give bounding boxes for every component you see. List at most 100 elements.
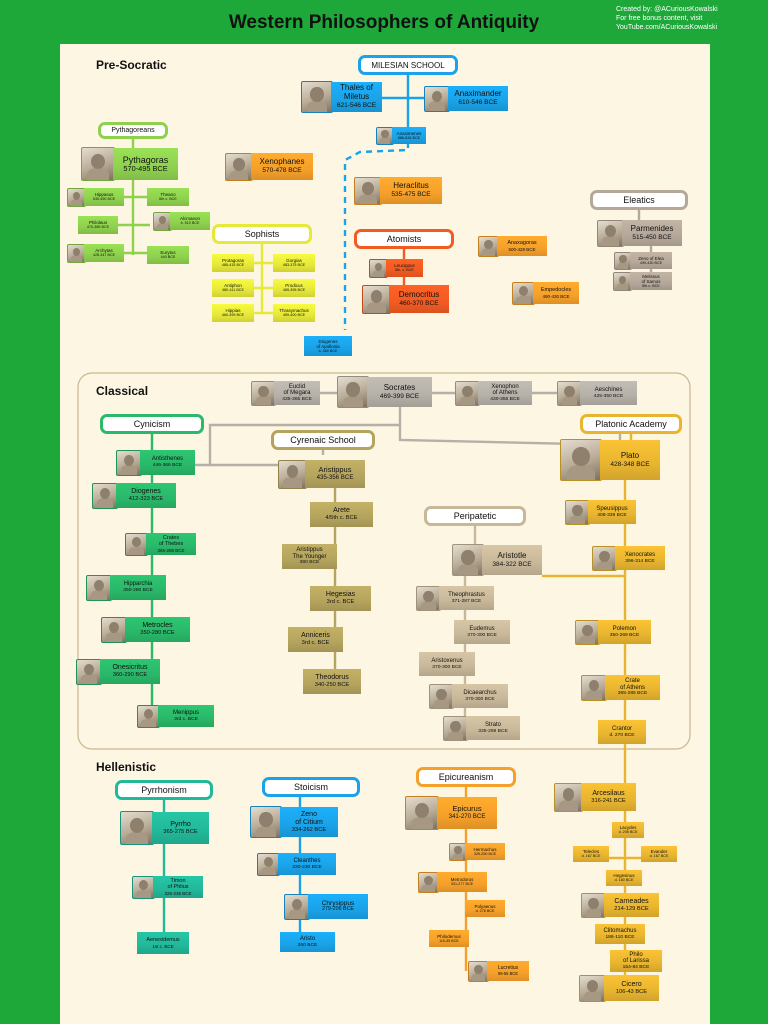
philosopher-name: Thrasymachus [279,308,309,314]
philosopher-dates: 515-450 BCE [632,233,672,241]
philosopher-dates: 469-399 BCE [379,392,420,400]
philosopher-name: Heraclitus [393,181,429,191]
classical-era-box [77,372,691,750]
era-label-hellenistic: Hellenistic [96,760,157,774]
philosopher-dates: 335-269 BCE [478,728,508,734]
philosopher-dates: d. 205 BCE [618,830,638,835]
philosopher-name: Democritus [398,289,440,299]
philosopher-dates: 610-546 BCE [458,99,498,107]
philosopher-dates: 350-280 BCE [140,630,175,637]
philosopher-dates: 186-110 BCE [605,934,635,940]
portrait-lucretius [468,960,489,982]
philosopher-name: Aenesidemus [146,937,180,944]
philosopher-dates: d. 160 BCE [614,878,634,883]
philosopher-dates: 459-400 BCE [282,313,306,318]
portrait-onesicritus [76,658,102,685]
portrait-carneades [581,892,606,918]
philosopher-dates: 500-428 BCE [508,246,536,252]
school-header-sophists: Sophists [212,224,312,244]
philosopher-name: Pyrrho [170,820,191,828]
portrait-anaximander [424,85,450,112]
portrait-strato [443,715,468,741]
philosopher-name: Zeno of Citium [295,810,323,826]
philosopher-name: Evander [650,849,668,855]
philosopher-name: Thales of Miletus [340,83,373,102]
philosopher-dates: 440 BCE [160,255,176,260]
philosopher-dates: 3rd c. BCE [174,716,198,722]
philosopher-dates: 365-275 BCE [163,828,198,835]
philosopher-dates: 4/5th c. BCE [325,515,358,522]
philosopher-dates: 384-322 BCE [492,560,532,568]
philosopher-dates: 425-350 BCE [593,393,624,399]
philosopher-dates: 435-365 BCE [282,396,312,402]
portrait-thales [301,81,333,113]
philosopher-dates: 6th c. BCE [159,197,177,202]
philosopher-dates: 3rd c. BCE [326,599,355,606]
philosopher-name: Hippasus [94,192,114,198]
philosopher-dates: 370-300 BCE [467,632,497,638]
philosopher-name: Cicero [621,980,642,988]
philosopher-name: Aristo [299,935,316,942]
philosopher-dates: 370-300 BCE [432,664,462,670]
philosopher-dates: d. 167 BCE [649,854,669,859]
philosopher-name: Prodicus [285,283,303,289]
portrait-cicero [579,974,606,1002]
philosopher-dates: d. 167 BCE [581,854,601,859]
philosopher-name: Lacydes [619,825,637,831]
philosopher-dates: 483-375 BCE [282,263,306,268]
portrait-xenophanes [225,152,253,181]
philosopher-dates: 334-262 BCE [291,826,327,833]
philosopher-name: Menippus [172,709,199,716]
philosopher-dates: 570-495 BCE [123,163,168,173]
portrait-arcesilaus [554,782,583,812]
philosopher-name: Hegesias [325,591,356,599]
school-header-peripatetic: Peripatetic [424,506,526,526]
philosopher-dates: 341-270 BCE [448,812,486,820]
poster-title: Western Philosophers of Antiquity [228,12,540,33]
school-header-atomists: Atomists [354,229,454,249]
philosopher-name: Archytas [95,248,113,254]
philosopher-name: Eudemus [469,625,495,632]
philosopher-name: Zeno of Elea [638,255,664,261]
philosopher-dates: 340-250 BCE [314,682,350,689]
philosopher-dates: 460-399 BCE [221,313,245,318]
philosopher-name: Crates of Thebes [158,535,184,548]
philosopher-name: Theodorus [315,674,349,682]
philosopher-dates: 350-269 BCE [609,632,640,638]
philosopher-dates: 110-35 BCE [439,938,459,943]
philosopher-name: Clitomachus [603,927,637,934]
portrait-aristotle [452,544,484,576]
portrait-xenocrates [592,545,617,571]
portrait-crate-athens [581,674,607,701]
philosopher-name: Telecles [582,849,600,855]
philosopher-name: Philolaus [88,220,108,226]
portrait-dicaearchus [429,683,454,709]
portrait-empedocles [512,281,535,305]
philosopher-dates: 586-526 BCE [397,135,421,140]
philosopher-dates: 535-475 BCE [391,191,431,199]
philosopher-name: Hegesinus [613,873,635,879]
philosopher-name: Anaximander [454,89,502,99]
